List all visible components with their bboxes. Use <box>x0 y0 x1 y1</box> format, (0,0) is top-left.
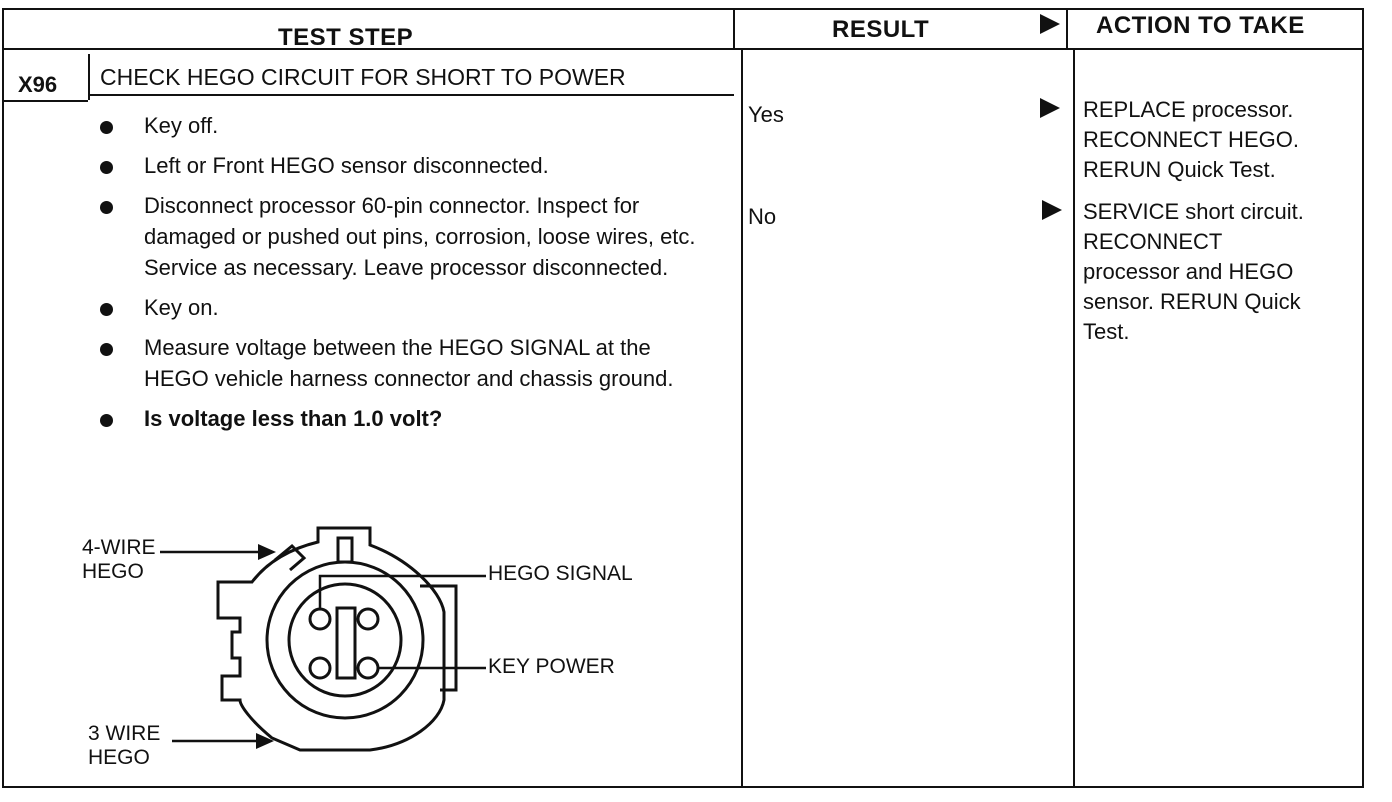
label-three-wire: 3 WIRE HEGO <box>88 722 160 770</box>
action-no-line: sensor. RERUN Quick <box>1083 289 1301 314</box>
result-yes: Yes <box>748 102 784 127</box>
label-four-wire: 4-WIRE HEGO <box>82 536 156 584</box>
label-four-wire-line1: 4-WIRE <box>82 536 156 559</box>
label-hego-signal: HEGO SIGNAL <box>488 562 633 585</box>
action-yes-line: RECONNECT HEGO. <box>1083 127 1299 152</box>
test-step-item: Key on. <box>96 292 716 323</box>
connector-flange <box>420 584 458 692</box>
header-test-step: TEST STEP <box>278 24 414 51</box>
hego-connector-diagram <box>160 526 486 752</box>
connector-latch <box>274 543 307 572</box>
step-title: CHECK HEGO CIRCUIT FOR SHORT TO POWER <box>100 64 626 90</box>
action-yes-line: REPLACE processor. <box>1083 97 1294 122</box>
test-step-list: Key off. Left or Front HEGO sensor disco… <box>96 110 716 443</box>
label-key-power: KEY POWER <box>488 655 615 678</box>
pin-top-left <box>308 607 332 631</box>
action-yes-line: RERUN Quick Test. <box>1083 157 1276 182</box>
divider-result-action-lower <box>1073 48 1075 788</box>
label-three-wire-line2: HEGO <box>88 746 150 769</box>
test-step-item: Left or Front HEGO sensor disconnected. <box>96 150 716 181</box>
action-no: SERVICE short circuit. RECONNECT process… <box>1083 197 1358 347</box>
arrow-three-wire-icon <box>256 733 274 749</box>
step-id: X96 <box>18 72 58 97</box>
action-no-line: processor and HEGO <box>1083 259 1294 284</box>
label-three-wire-line1: 3 WIRE <box>88 722 161 745</box>
action-no-line: RECONNECT <box>1083 229 1223 254</box>
procedure-table <box>2 8 1364 788</box>
step-row-rule <box>2 100 88 102</box>
header-result: RESULT <box>832 16 930 43</box>
divider-test-result-lower <box>741 48 743 788</box>
connector-key-tab <box>336 536 354 564</box>
action-no-line: Test. <box>1083 319 1130 344</box>
test-step-item: Key off. <box>96 110 716 141</box>
header-arrow-icon <box>1040 14 1060 34</box>
arrow-four-wire-icon <box>258 544 276 560</box>
connector-ring-inner <box>287 582 403 698</box>
header-action: ACTION TO TAKE <box>1096 12 1305 39</box>
pin-bottom-left <box>308 656 332 680</box>
test-step-question: Is voltage less than 1.0 volt? <box>96 403 716 434</box>
result-yes-arrow-icon <box>1040 98 1060 118</box>
pin-top-right <box>356 607 380 631</box>
header-rule <box>2 48 1364 50</box>
connector-center-bar <box>335 606 357 680</box>
result-no-arrow-icon <box>1042 200 1062 220</box>
test-step-item: Measure voltage between the HEGO SIGNAL … <box>96 332 716 394</box>
action-no-line: SERVICE short circuit. <box>1083 199 1304 224</box>
connector-housing <box>216 526 446 752</box>
leader-hego-signal <box>318 574 486 609</box>
step-title-rule <box>88 94 734 96</box>
action-yes: REPLACE processor. RECONNECT HEGO. RERUN… <box>1083 95 1358 185</box>
divider-result-action <box>1066 8 1068 48</box>
result-no: No <box>748 204 777 229</box>
step-id-divider <box>88 54 90 100</box>
divider-test-result <box>733 8 735 48</box>
pin-bottom-right <box>356 656 380 680</box>
test-step-item: Disconnect processor 60-pin connector. I… <box>96 190 716 283</box>
label-four-wire-line2: HEGO <box>82 560 144 583</box>
